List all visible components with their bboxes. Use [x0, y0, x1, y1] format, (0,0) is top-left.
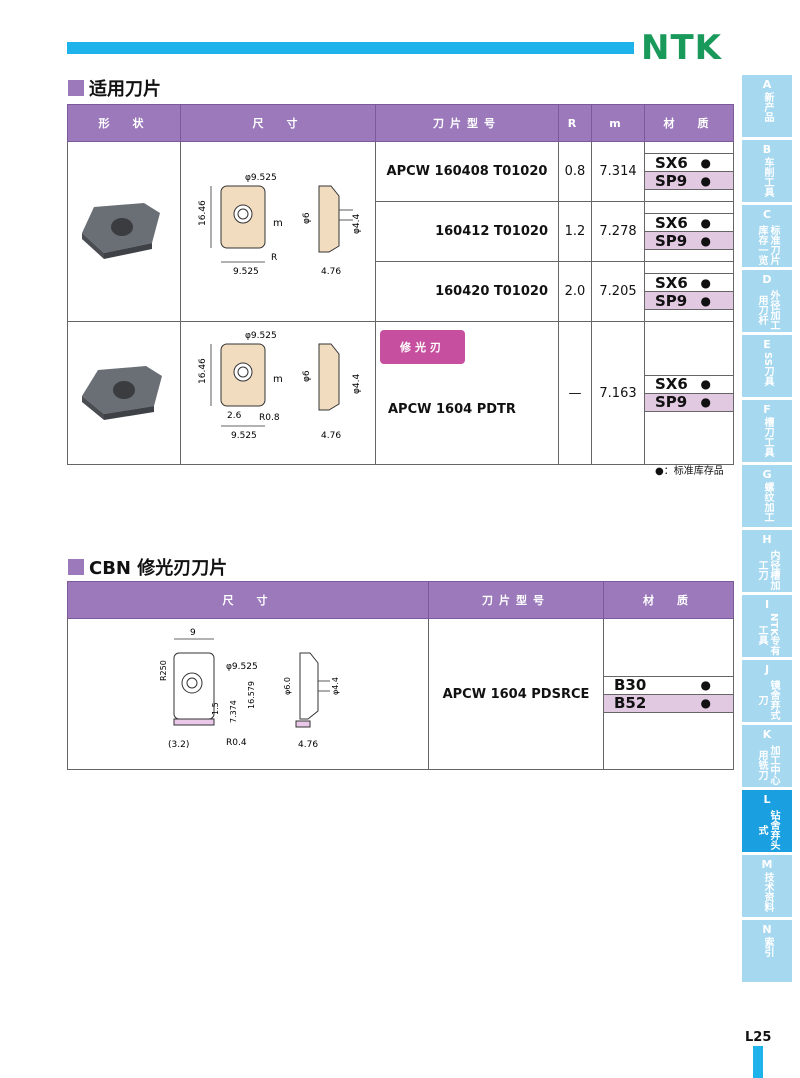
insert-spec-table: 形 状 尺 寸 刀片型号 R m 材 质 φ: [67, 104, 734, 465]
svg-text:4.76: 4.76: [298, 740, 318, 750]
material-row: B52●: [604, 693, 733, 713]
header-material: 材 质: [603, 581, 734, 619]
m-cell: 7.314: [591, 141, 645, 202]
stock-note: ●：标准库存品: [655, 466, 724, 477]
header-size: 尺 寸: [67, 581, 429, 619]
header-model: 刀片型号: [428, 581, 604, 619]
dimension-drawing-1: φ9.525 16.46 9.525 m R φ6 φ4.4 4.76: [180, 141, 376, 322]
cbn-spec-table: 尺 寸 刀片型号 材 质 9 R250 φ9.525 16.579 1.5 7.…: [67, 581, 734, 770]
material-row: SP9●: [645, 171, 733, 190]
dimension-drawing-cbn: 9 R250 φ9.525 16.579 1.5 7.374 (3.2) R0.…: [67, 618, 429, 770]
section-title-inserts: 适用刀片: [68, 75, 161, 101]
page-marker-bar: [753, 1046, 763, 1078]
r-cell: —: [558, 321, 592, 465]
model-cell: APCW 160408 T01020: [375, 141, 559, 202]
svg-text:φ9.525: φ9.525: [226, 662, 258, 672]
insert-image-2: [67, 321, 181, 465]
material-row: SX6●: [645, 213, 733, 232]
svg-text:m: m: [273, 374, 283, 385]
model-cell: APCW 1604 PDSRCE: [428, 618, 604, 770]
svg-text:4.76: 4.76: [321, 431, 341, 441]
r-cell: 2.0: [558, 261, 592, 322]
dim-diameter-label: φ9.525: [245, 173, 277, 183]
svg-text:16.46: 16.46: [198, 358, 208, 384]
header-model: 刀片型号: [375, 104, 559, 142]
dim-hole-label: φ6: [302, 212, 312, 224]
m-cell: 7.205: [591, 261, 645, 322]
material-row: SP9●: [645, 231, 733, 250]
dimension-drawing-2: φ9.525 16.46 9.525 m 2.6 R0.8 φ6 φ4.4 4.…: [180, 321, 376, 465]
svg-text:φ6: φ6: [302, 370, 312, 382]
material-row: SX6●: [645, 153, 733, 172]
svg-text:2.6: 2.6: [227, 411, 242, 421]
svg-text:9: 9: [190, 628, 196, 638]
svg-text:1.5: 1.5: [211, 702, 220, 715]
header-shape: 形 状: [67, 104, 181, 142]
material-cell: B30● B52●: [603, 618, 734, 770]
model-cell: 160420 T01020: [375, 261, 559, 322]
section-marker-icon: [68, 559, 84, 575]
svg-text:φ4.4: φ4.4: [331, 677, 340, 695]
r-cell: 0.8: [558, 141, 592, 202]
dim-thickness-label: 4.76: [321, 267, 341, 277]
wiper-badge: 修光刃: [380, 330, 465, 364]
dim-m-label: m: [273, 218, 283, 229]
svg-text:R250: R250: [159, 660, 168, 681]
dim-r-label: R: [271, 253, 277, 263]
svg-text:9.525: 9.525: [231, 431, 257, 441]
header-material: 材 质: [644, 104, 734, 142]
r-cell: 1.2: [558, 201, 592, 262]
svg-text:φ6.0: φ6.0: [283, 677, 292, 695]
material-row: SP9●: [645, 291, 733, 310]
dim-width-label: 9.525: [233, 267, 259, 277]
section-title-cbn: CBN 修光刃刀片: [68, 554, 227, 580]
svg-text:φ9.525: φ9.525: [245, 331, 277, 341]
model-cell-pdtr: 修光刃 APCW 1604 PDTR: [375, 321, 559, 465]
header-r: R: [558, 104, 592, 142]
svg-text:7.374: 7.374: [229, 700, 238, 723]
svg-text:R0.8: R0.8: [259, 413, 280, 423]
svg-text:φ4.4: φ4.4: [352, 373, 362, 394]
insert-image-1: [67, 141, 181, 322]
svg-text:R0.4: R0.4: [226, 738, 247, 748]
m-cell: 7.163: [591, 321, 645, 465]
dim-height-label: 16.46: [198, 200, 208, 226]
dim-bore-label: φ4.4: [352, 213, 362, 234]
m-cell: 7.278: [591, 201, 645, 262]
svg-text:(3.2): (3.2): [168, 740, 189, 750]
material-row: B30●: [604, 675, 733, 694]
material-row: SX6●: [645, 374, 733, 393]
top-accent-bar: [67, 42, 634, 54]
material-row: SP9●: [645, 392, 733, 412]
header-size: 尺 寸: [180, 104, 376, 142]
material-cell: SX6● SP9●: [644, 141, 734, 202]
page-number: L25: [745, 1030, 772, 1045]
model-cell: 160412 T01020: [375, 201, 559, 262]
material-row: SX6●: [645, 273, 733, 292]
material-cell: SX6● SP9●: [644, 261, 734, 322]
material-cell: SX6● SP9●: [644, 321, 734, 465]
section-marker-icon: [68, 80, 84, 96]
ntk-logo: NTK: [641, 28, 722, 68]
svg-text:16.579: 16.579: [247, 681, 256, 709]
header-m: m: [591, 104, 645, 142]
material-cell: SX6● SP9●: [644, 201, 734, 262]
